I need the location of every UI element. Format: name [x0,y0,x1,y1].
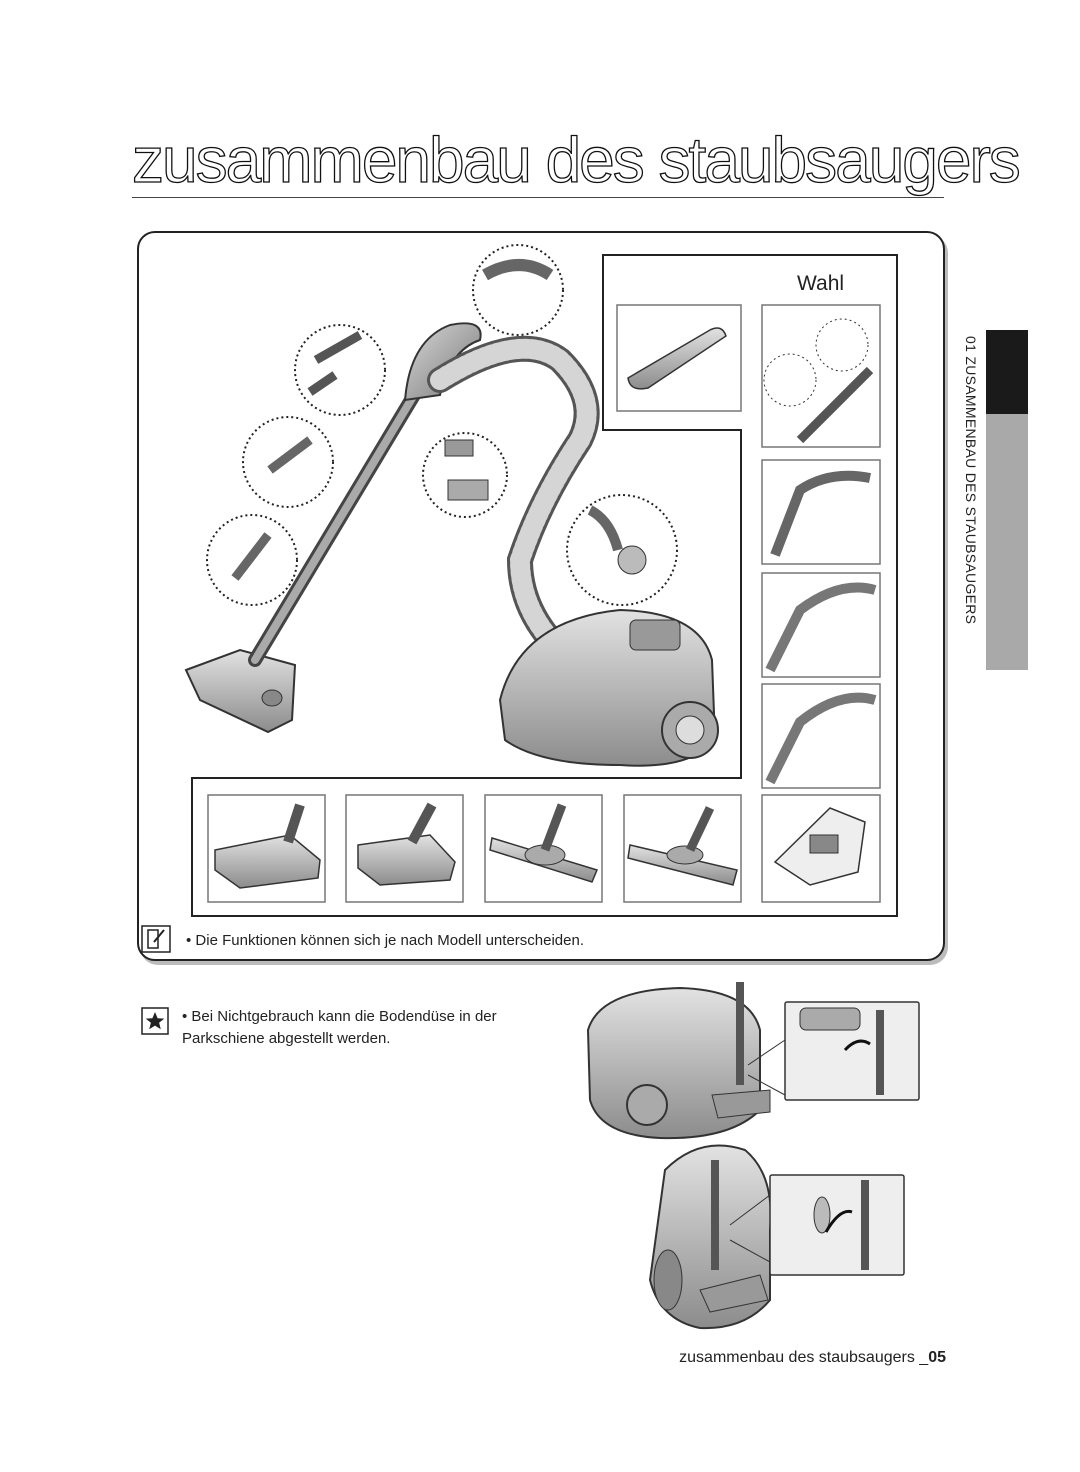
note: • Die Funktionen können sich je nach Mod… [142,926,584,954]
footer-text: zusammenbau des staubsaugers _ [679,1349,929,1366]
tip-text: • Bei Nichtgebrauch kann die Bodendüse i… [182,1008,497,1047]
section-tab-label: 01 ZUSAMMENBAU DES STAUBSAUGERS [963,336,979,625]
title-underline [132,197,944,198]
page-footer: zusammenbau des staubsaugers _05 [679,1349,946,1367]
section-tab [986,330,1028,670]
page-number: 05 [928,1349,946,1366]
nozzle-thumbnails [207,794,881,903]
option-label: Wahl [797,272,845,295]
vacuum-cleaner-illustration [184,244,719,767]
options-frame [191,254,898,917]
parking-illustration-bottom [648,1144,905,1330]
option-thumbnails-right [616,304,881,789]
note-text: • Die Funktionen können sich je nach Mod… [186,931,584,949]
section-tab-inactive [986,414,1028,670]
star-icon [141,1007,169,1035]
section-tab-active [986,330,1028,414]
page-title: zusammenbau des staubsaugers [131,124,1021,196]
tip: • Bei Nichtgebrauch kann die Bodendüse i… [142,1006,582,1050]
parking-illustration-top [586,982,920,1140]
note-icon [141,925,171,953]
